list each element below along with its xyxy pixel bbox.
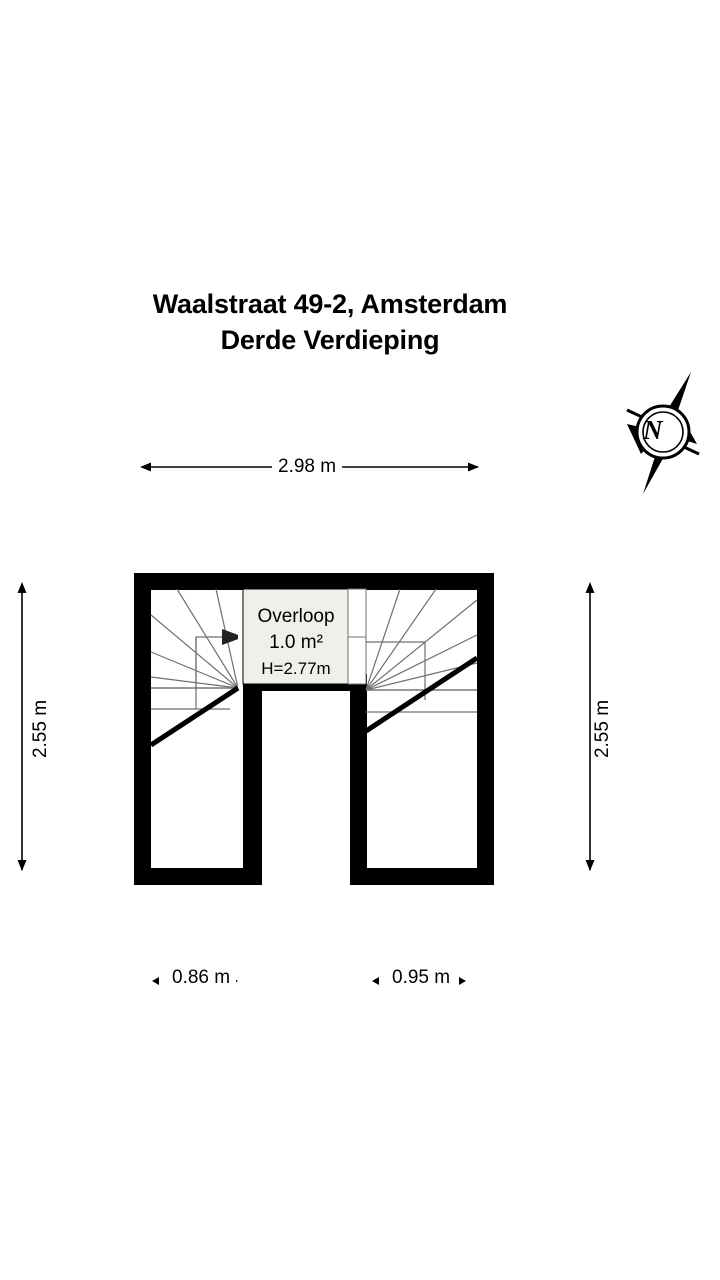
room-label-overloop: Overloop 1.0 m² H=2.77m	[243, 604, 349, 682]
room-area: 1.0 m²	[269, 632, 323, 653]
stair-right	[365, 589, 478, 700]
dimension-label-top: 2.98 m	[272, 456, 343, 478]
compass-north-label: N	[643, 415, 663, 445]
stair-left-lower-rails	[151, 637, 238, 710]
dimension-label-bottom-left: 0.86 m	[166, 967, 237, 989]
title-address: Waalstraat 49-2, Amsterdam	[152, 289, 508, 319]
dimension-label-left: 2.55 m	[30, 678, 52, 780]
dimension-bottom-right	[372, 977, 466, 985]
stair-left-cut-line	[149, 685, 240, 748]
stair-direction-arrow-left	[222, 629, 238, 645]
dimension-label-right: 2.55 m	[592, 678, 614, 780]
page-title: Waalstraat 49-2, Amsterdam Derde Verdiep…	[0, 286, 660, 358]
room-height: H=2.77m	[261, 659, 331, 678]
stair-right-cut-line	[364, 655, 479, 734]
room-overloop	[242, 588, 367, 685]
room-name: Overloop	[257, 606, 335, 627]
dimension-label-bottom-right: 0.95 m	[386, 967, 457, 989]
central-notch	[262, 691, 350, 885]
compass-rose-icon	[626, 372, 700, 494]
stair-right-lower-rails	[366, 689, 477, 713]
title-floor: Derde Verdieping	[220, 325, 440, 355]
